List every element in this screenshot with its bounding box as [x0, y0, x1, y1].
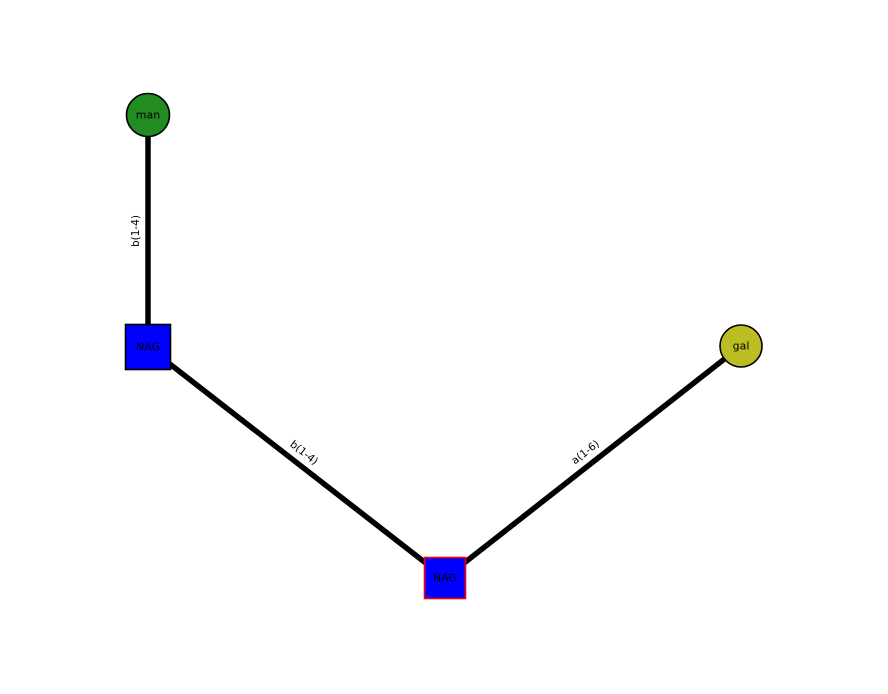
- node-label-nag-lower: NAG: [433, 572, 457, 585]
- edge-label-1: b(1-4): [288, 438, 321, 467]
- edge-nag-upper-nag-lower: [145, 344, 448, 581]
- node-nag-lower: [423, 556, 467, 600]
- node-nag-upper: [124, 323, 172, 371]
- node-label-nag-upper: NAG: [136, 341, 160, 354]
- edge-nag-lower-gal: [442, 343, 744, 581]
- edge-label-0: b(1-4): [130, 215, 142, 247]
- node-label-gal: gal: [733, 340, 750, 353]
- node-man: [125, 92, 171, 138]
- edge-label-2: a(1-6): [569, 438, 601, 467]
- node-label-man: man: [136, 109, 160, 122]
- node-gal: [719, 324, 763, 368]
